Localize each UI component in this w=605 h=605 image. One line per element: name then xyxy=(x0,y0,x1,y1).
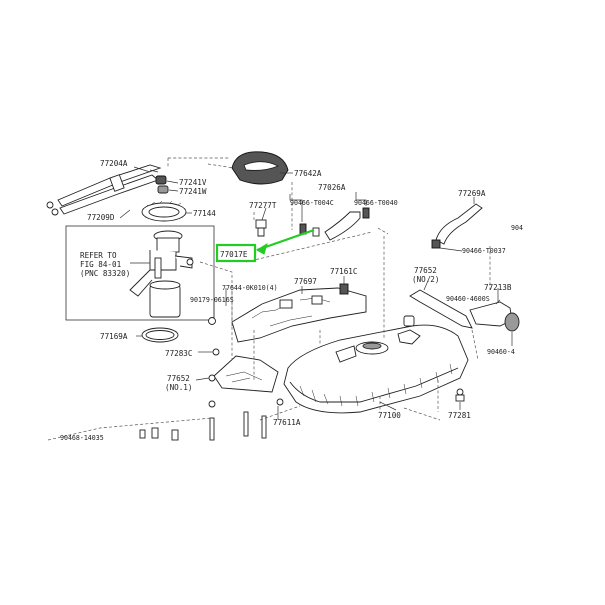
label-77652-no1-sub: (NO.1) xyxy=(165,383,192,392)
label-77697: 77697 xyxy=(294,277,317,286)
label-77644-0k010: 77644-0K010(4) xyxy=(222,284,278,292)
label-77213b: 77213B xyxy=(484,283,512,292)
label-90466-t004c: 90466-T004C xyxy=(290,199,334,207)
fuel-pump-assembly xyxy=(129,230,194,318)
clip-77161c xyxy=(339,283,349,295)
strap-77652-no2 xyxy=(409,289,473,329)
label-77241w: 77241W xyxy=(179,187,207,196)
pump-refer-box xyxy=(65,225,215,321)
label-90466-t0037: 90466-T0037 xyxy=(462,247,506,255)
refer-text-line3: (PNC 83320) xyxy=(80,269,130,278)
retainer-ring-77144 xyxy=(141,200,187,222)
label-77283c: 77283C xyxy=(165,349,192,358)
valve-77277t xyxy=(255,219,267,237)
refer-text-line1: REFER TO xyxy=(80,251,117,260)
label-77161c: 77161C xyxy=(330,267,357,276)
label-77169a: 77169A xyxy=(100,332,128,341)
hose-77213b xyxy=(469,301,520,332)
label-90466-t0040: 90466-T0040 xyxy=(354,199,398,207)
fuel-tank-77100 xyxy=(283,315,469,414)
gasket-77169a xyxy=(141,327,179,343)
label-90468-edge: 90468-14035 xyxy=(60,434,104,442)
bolt-90179 xyxy=(208,317,216,325)
leader-lines xyxy=(119,166,513,420)
label-77204a: 77204A xyxy=(100,159,128,168)
label-90179-0616s: 90179-0616S xyxy=(190,296,234,304)
label-77209d: 77209D xyxy=(87,213,115,222)
label-904-edge: 904 xyxy=(511,224,523,232)
label-77026a: 77026A xyxy=(318,183,346,192)
hose-77269a xyxy=(431,203,483,249)
label-77652-no2-sub: (NO.2) xyxy=(412,275,439,284)
label-77611a: 77611A xyxy=(273,418,301,427)
label-77241v: 77241V xyxy=(179,178,207,187)
refer-text-line2: FIG 84-01 xyxy=(80,260,122,269)
label-77144: 77144 xyxy=(193,209,216,218)
bands-77611a xyxy=(139,398,284,441)
label-77642a: 77642A xyxy=(294,169,322,178)
hose-77026a xyxy=(299,207,370,241)
label-77269a: 77269A xyxy=(458,189,486,198)
label-77017e: 77017E xyxy=(220,250,248,259)
label-77100: 77100 xyxy=(378,411,401,420)
fuel-tube-77204a xyxy=(46,164,162,216)
label-77652-no2: 77652 xyxy=(414,266,437,275)
bracket-77281 xyxy=(455,388,465,402)
label-77277t: 77277T xyxy=(249,201,277,210)
label-90460-4600s: 90460-4600S xyxy=(446,295,490,303)
label-90460-edge: 90460-4 xyxy=(487,348,515,356)
protector-77697 xyxy=(231,287,367,343)
label-77281: 77281 xyxy=(448,411,471,420)
grommet-77283c xyxy=(212,348,220,356)
highlight-77017e xyxy=(215,228,315,263)
clip-77241v xyxy=(155,175,167,185)
cover-77642a xyxy=(231,151,289,185)
clip-77241w xyxy=(157,185,169,194)
protector-77652-no1 xyxy=(208,355,279,393)
group-dashed-lines xyxy=(47,157,491,441)
label-77652-no1: 77652 xyxy=(167,374,190,383)
